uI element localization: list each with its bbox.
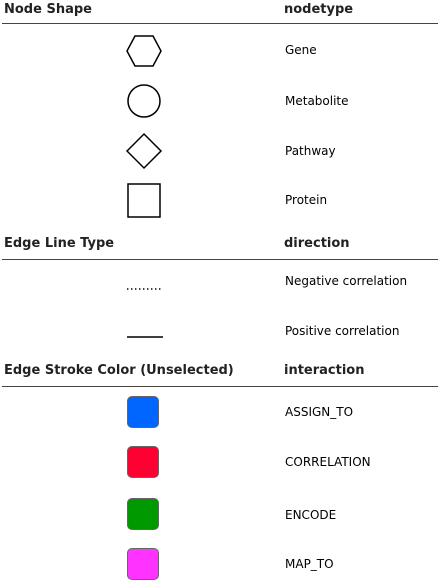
color-swatch-assign-to xyxy=(127,396,159,428)
circle-icon xyxy=(124,81,164,121)
color-swatch-encode xyxy=(127,498,159,530)
node-shape-header: Node Shape nodetype xyxy=(0,0,438,20)
node-shape-title: Node Shape xyxy=(4,2,92,17)
color-swatch-correlation xyxy=(127,446,159,478)
edge-color-title: Edge Stroke Color (Unselected) xyxy=(4,363,234,378)
edge-line-header: Edge Line Type direction xyxy=(0,234,438,254)
color-swatch-map-to xyxy=(127,548,159,580)
direction-column-title: direction xyxy=(284,236,350,251)
edge-line-label-positive: Positive correlation xyxy=(285,324,400,338)
interaction-column-title: interaction xyxy=(284,363,365,378)
edge-color-label-assign-to: ASSIGN_TO xyxy=(285,405,354,419)
dotted-line-icon xyxy=(126,278,166,290)
nodetype-column-title: nodetype xyxy=(284,2,354,17)
hexagon-icon xyxy=(124,31,164,71)
edge-color-header: Edge Stroke Color (Unselected) interacti… xyxy=(0,361,438,381)
node-shape-label-gene: Gene xyxy=(285,43,317,57)
edge-color-label-map-to: MAP_TO xyxy=(285,557,334,571)
solid-line-icon xyxy=(126,327,166,338)
node-shape-divider xyxy=(2,23,438,24)
edge-color-divider xyxy=(2,386,438,387)
edge-line-title: Edge Line Type xyxy=(4,236,115,251)
edge-line-label-negative: Negative correlation xyxy=(285,274,408,288)
diamond-icon xyxy=(124,131,164,171)
node-shape-label-protein: Protein xyxy=(285,193,328,207)
square-icon xyxy=(124,181,164,221)
edge-color-label-correlation: CORRELATION xyxy=(285,455,371,469)
edge-line-divider xyxy=(2,259,438,260)
node-shape-label-metabolite: Metabolite xyxy=(285,94,349,108)
node-shape-label-pathway: Pathway xyxy=(285,144,336,158)
edge-color-label-encode: ENCODE xyxy=(285,508,337,522)
